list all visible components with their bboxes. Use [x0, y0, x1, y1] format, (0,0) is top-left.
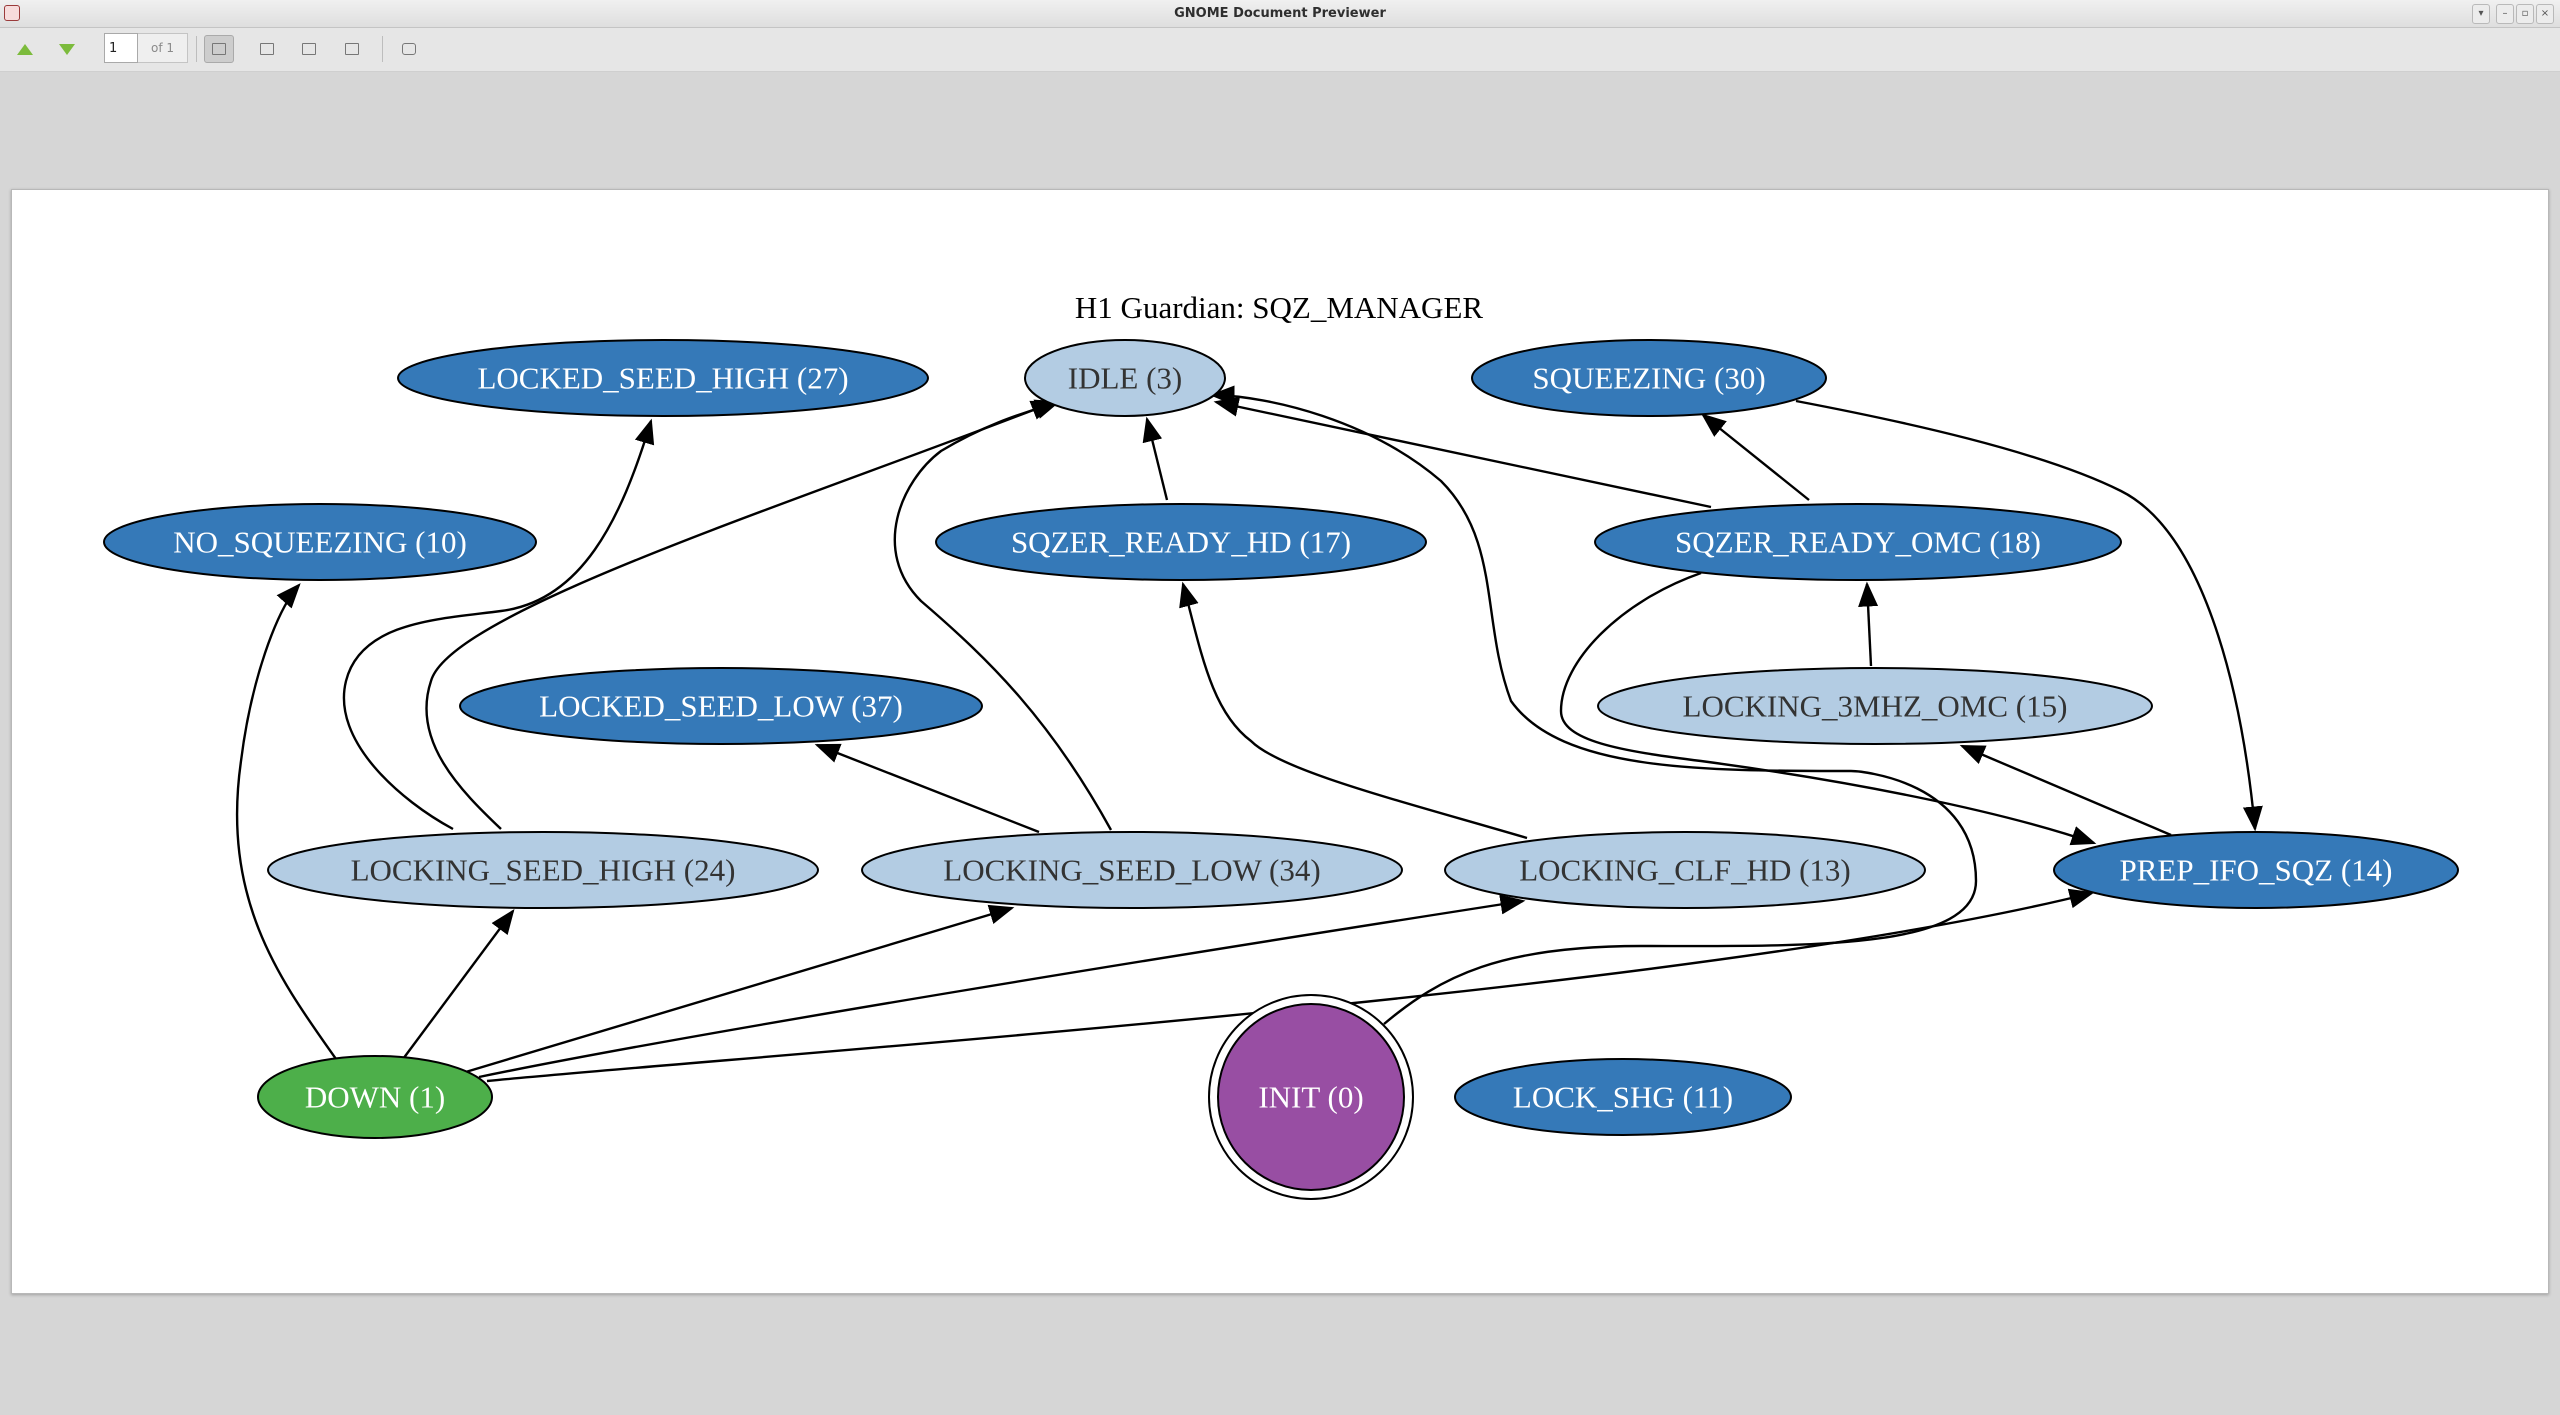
edge-squeezing-prep-ifo-sqz	[1795, 399, 2263, 832]
fit-width-button[interactable]	[294, 35, 324, 63]
edge-locking-seed-low-locked-seed-low	[814, 743, 1040, 834]
page-number-input[interactable]	[104, 33, 138, 63]
dual-page-icon	[260, 43, 274, 55]
node-label: LOCKING_SEED_LOW (34)	[943, 853, 1320, 888]
node-prep-ifo-sqz: PREP_IFO_SQZ (14)	[2053, 831, 2459, 909]
edge-locking-3mhz-omc-sqzer-ready-omc	[1858, 581, 1879, 667]
node-sqzer-ready-omc: SQZER_READY_OMC (18)	[1594, 503, 2122, 581]
window-title: GNOME Document Previewer	[1174, 6, 1386, 21]
toolbar-separator	[382, 36, 383, 62]
window-menu-button[interactable]: ▾	[2472, 4, 2490, 24]
edge-down-locking-clf-hd	[478, 894, 1526, 1079]
node-lock-shg: LOCK_SHG (11)	[1454, 1058, 1792, 1136]
node-label: LOCKED_SEED_HIGH (27)	[477, 361, 848, 396]
edge-sqzer-ready-omc-idle	[1213, 396, 1712, 509]
next-page-button[interactable]	[52, 35, 82, 63]
app-icon	[4, 5, 20, 21]
zoom-button[interactable]	[337, 35, 367, 63]
zoom-icon	[345, 43, 359, 55]
edge-locking-seed-low-idle	[893, 399, 1113, 831]
fit-width-icon	[302, 43, 316, 55]
node-sqzer-ready-hd: SQZER_READY_HD (17)	[935, 503, 1427, 581]
go-down-icon	[59, 43, 75, 55]
node-locking-seed-low: LOCKING_SEED_LOW (34)	[861, 831, 1403, 909]
node-label: LOCKING_SEED_HIGH (24)	[351, 853, 736, 888]
node-label: SQZER_READY_HD (17)	[1011, 525, 1351, 560]
edge-down-no-squeezing	[235, 583, 337, 1060]
toolbar-separator	[196, 36, 197, 62]
edge-locking-seed-high-locked-seed-high	[342, 418, 655, 831]
node-label: LOCKED_SEED_LOW (37)	[539, 689, 903, 724]
print-icon	[402, 43, 416, 55]
node-label: LOCKING_3MHZ_OMC (15)	[1683, 689, 2068, 724]
node-label: SQUEEZING (30)	[1532, 361, 1765, 396]
node-label: NO_SQUEEZING (10)	[173, 525, 467, 560]
state-graph: H1 Guardian: SQZ_MANAGER	[103, 290, 2459, 1200]
edge-down-locking-seed-high	[402, 908, 515, 1060]
edge-down-locking-seed-low	[458, 904, 1015, 1076]
node-locked-seed-high: LOCKED_SEED_HIGH (27)	[397, 339, 929, 417]
edge-sqzer-ready-omc-squeezing	[1701, 413, 1810, 501]
close-button[interactable]: ×	[2536, 4, 2554, 24]
graph-edges	[235, 385, 2263, 1083]
edge-prep-ifo-sqz-locking-3mhz-omc	[1959, 744, 2172, 837]
continuous-view-icon	[212, 43, 226, 55]
document-page: H1 Guardian: SQZ_MANAGER	[11, 189, 2549, 1294]
node-label: LOCK_SHG (11)	[1513, 1080, 1733, 1115]
toolbar	[0, 28, 2560, 72]
node-squeezing: SQUEEZING (30)	[1471, 339, 1827, 417]
edge-locking-seed-high-idle	[425, 400, 1057, 830]
maximize-button[interactable]: ▫	[2516, 4, 2534, 24]
edge-sqzer-ready-omc-prep-ifo-sqz	[1559, 571, 2097, 846]
continuous-view-button[interactable]	[204, 35, 234, 63]
edge-sqzer-ready-hd-idle	[1142, 416, 1169, 501]
previous-page-button[interactable]	[10, 35, 40, 63]
go-up-icon	[17, 43, 33, 55]
graph-title: H1 Guardian: SQZ_MANAGER	[1075, 290, 1483, 325]
node-init: INIT (0)	[1208, 994, 1414, 1200]
node-locking-clf-hd: LOCKING_CLF_HD (13)	[1444, 831, 1926, 909]
node-no-squeezing: NO_SQUEEZING (10)	[103, 503, 537, 581]
page-count-label: of 1	[138, 33, 188, 63]
node-label: INIT (0)	[1258, 1080, 1363, 1115]
node-label: PREP_IFO_SQZ (14)	[2119, 853, 2392, 888]
node-locking-3mhz-omc: LOCKING_3MHZ_OMC (15)	[1597, 667, 2153, 745]
node-label: LOCKING_CLF_HD (13)	[1519, 853, 1851, 888]
window-titlebar: GNOME Document Previewer ▾ – ▫ ×	[0, 0, 2560, 28]
node-down: DOWN (1)	[257, 1055, 493, 1139]
node-idle: IDLE (3)	[1024, 339, 1226, 417]
node-locking-seed-high: LOCKING_SEED_HIGH (24)	[267, 831, 819, 909]
node-label: DOWN (1)	[305, 1080, 445, 1115]
node-label: IDLE (3)	[1068, 361, 1182, 396]
print-button[interactable]	[394, 35, 424, 63]
edge-locking-clf-hd-sqzer-ready-hd	[1179, 581, 1528, 840]
node-locked-seed-low: LOCKED_SEED_LOW (37)	[459, 667, 983, 745]
minimize-button[interactable]: –	[2496, 4, 2514, 24]
graph-nodes: LOCKED_SEED_HIGH (27) IDLE (3) SQUEEZING…	[103, 339, 2459, 1200]
dual-page-button[interactable]	[252, 35, 282, 63]
edge-init-idle	[1209, 385, 1978, 1025]
node-label: SQZER_READY_OMC (18)	[1675, 525, 2041, 560]
